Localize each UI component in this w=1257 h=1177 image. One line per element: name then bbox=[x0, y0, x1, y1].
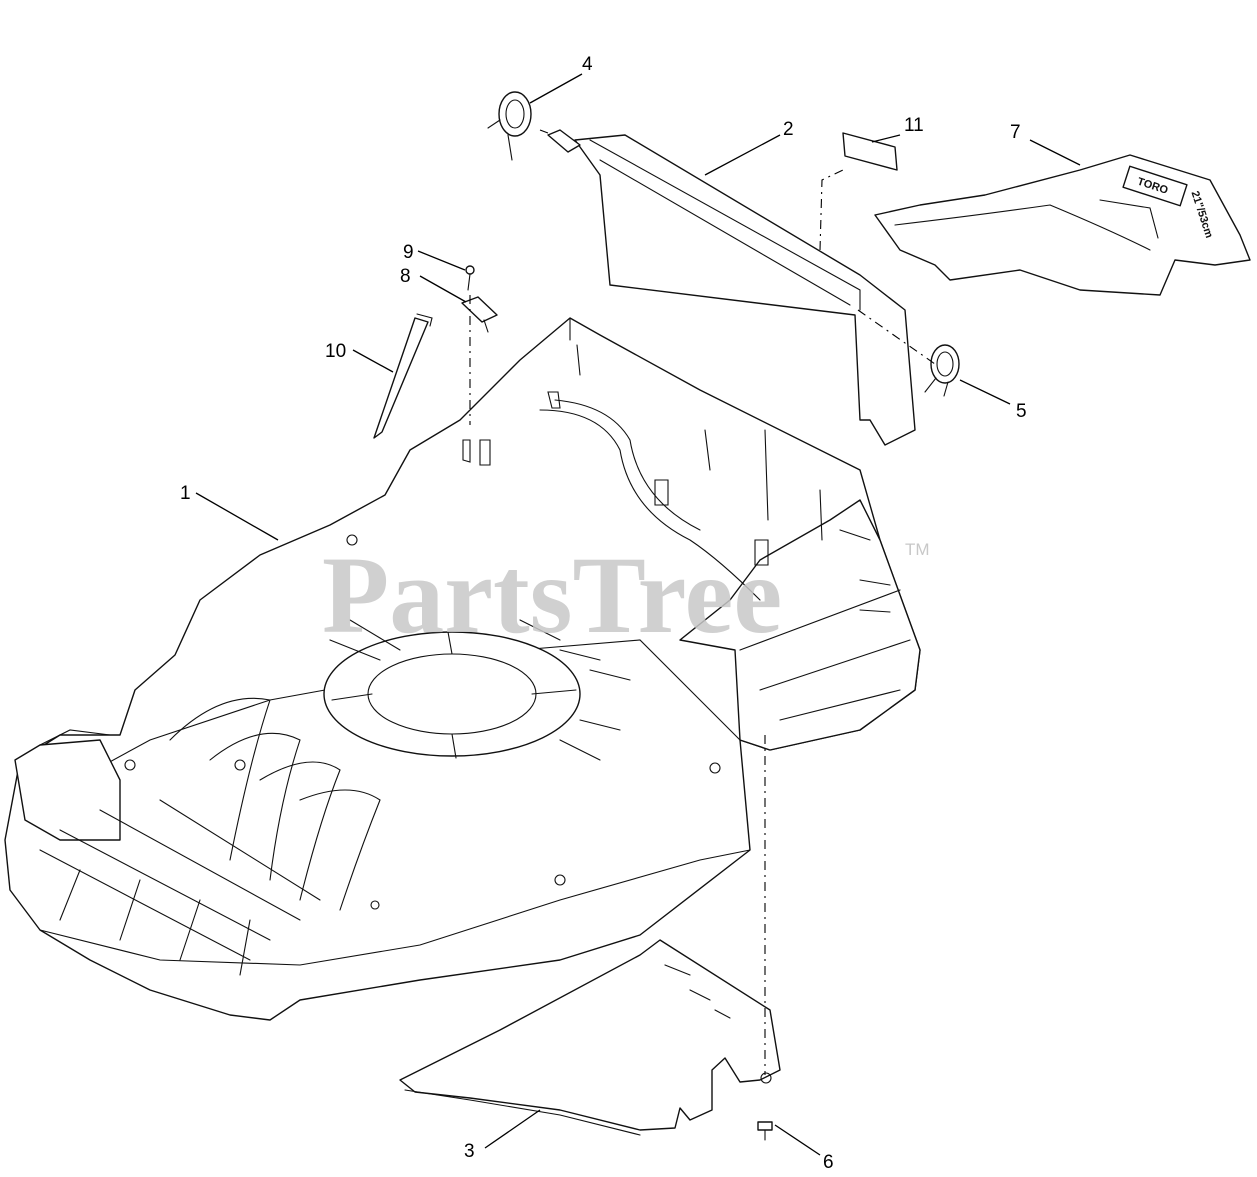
part-4-torsion-spring[interactable] bbox=[487, 91, 532, 161]
callout-2: 2 bbox=[783, 119, 794, 140]
part-7-top-cover[interactable]: TORO 21"/53cm bbox=[874, 154, 1251, 296]
part-10-cable-tie[interactable] bbox=[373, 313, 433, 439]
callout-7: 7 bbox=[1010, 122, 1021, 143]
part-1-deck-housing[interactable] bbox=[4, 317, 921, 1021]
part-9-screw[interactable] bbox=[465, 265, 475, 291]
callout-6: 6 bbox=[823, 1152, 834, 1173]
leader-lines bbox=[195, 73, 1081, 1156]
watermark: PartsTree TM bbox=[322, 534, 930, 656]
assembly-lines bbox=[469, 129, 936, 1075]
part-6-bolt[interactable] bbox=[757, 1121, 773, 1141]
part-5-torsion-spring[interactable] bbox=[924, 344, 960, 397]
part-11-decal[interactable] bbox=[842, 132, 898, 171]
callout-11: 11 bbox=[904, 115, 924, 136]
watermark-text: PartsTree bbox=[322, 534, 782, 656]
callout-10: 10 bbox=[325, 341, 346, 362]
callout-labels: 1 2 3 4 5 6 7 8 9 10 11 bbox=[180, 54, 1027, 1173]
part-2-rear-door[interactable] bbox=[547, 129, 916, 446]
callout-1: 1 bbox=[180, 483, 191, 504]
part-8-bracket[interactable] bbox=[461, 296, 498, 333]
watermark-trademark: TM bbox=[905, 540, 930, 559]
callout-9: 9 bbox=[403, 242, 414, 263]
callout-8: 8 bbox=[400, 266, 411, 287]
callout-5: 5 bbox=[1016, 401, 1027, 422]
part-3-baffle-plate[interactable] bbox=[399, 939, 781, 1136]
callout-4: 4 bbox=[582, 54, 593, 75]
callout-3: 3 bbox=[464, 1141, 475, 1162]
